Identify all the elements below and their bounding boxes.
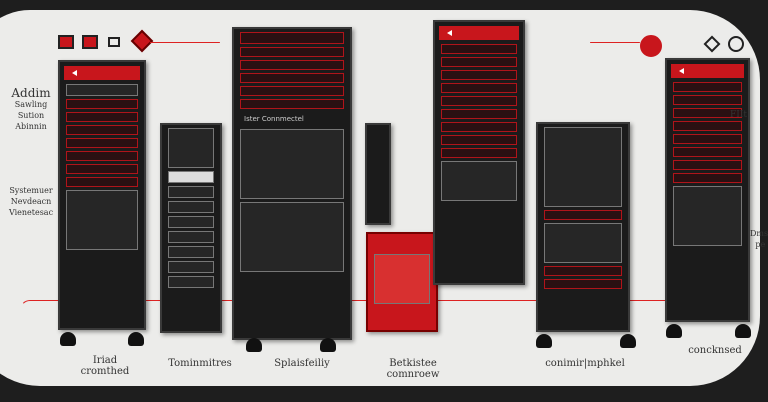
rack-foot (246, 338, 262, 352)
left-label-bottom: Systemuer Nevdeacn Vienetesac (6, 185, 56, 218)
right-label-top: FIIt (730, 110, 747, 120)
cable (150, 42, 220, 43)
label-line: pe (755, 240, 766, 249)
server-icon (82, 35, 98, 49)
power-icon (728, 36, 744, 52)
label-line: Vienetesac (8, 208, 54, 217)
red-server-box (366, 232, 438, 332)
label-line: Systemuer (9, 186, 53, 195)
label-line: Addim (11, 86, 51, 100)
rack-title: Ister Connmectel (244, 115, 304, 123)
bottom-label: Iriad cromthed (80, 355, 130, 377)
rack-foot (620, 334, 636, 348)
bottom-label: concknsed (688, 345, 742, 356)
label-line: Sution (17, 111, 45, 120)
rack-foot (735, 324, 751, 338)
bottom-label: conimir|mphkel (545, 358, 625, 369)
right-label-bottom: Dmsi pe (750, 228, 768, 250)
server-rack-5 (536, 122, 630, 332)
label-line: Nevdeacn (10, 197, 52, 206)
monitor-icon (58, 35, 74, 49)
label-line: Abinnin (15, 122, 47, 131)
rack-foot (320, 338, 336, 352)
bottom-label: Splaisfeiliy (274, 358, 330, 369)
rack-foot (60, 332, 76, 346)
device-icon (108, 37, 120, 47)
left-label-top: Addim Sawling Sution Abinnin (6, 86, 56, 132)
bottom-label: Tominmitres (168, 358, 232, 369)
server-rack-6 (665, 58, 750, 322)
server-rack-1 (58, 60, 146, 330)
server-rack-2 (160, 123, 222, 333)
server-rack-3: Ister Connmectel (232, 27, 352, 340)
cable (590, 42, 640, 43)
home-icon (640, 35, 662, 57)
rack-foot (666, 324, 682, 338)
server-rack-4 (433, 20, 525, 285)
label-line: Dmsi (750, 229, 768, 238)
bottom-label: Betkistee comnroew (386, 358, 440, 380)
label-line: Sawling (14, 100, 48, 109)
server-rack-small (365, 123, 391, 225)
rack-foot (128, 332, 144, 346)
rack-foot (536, 334, 552, 348)
